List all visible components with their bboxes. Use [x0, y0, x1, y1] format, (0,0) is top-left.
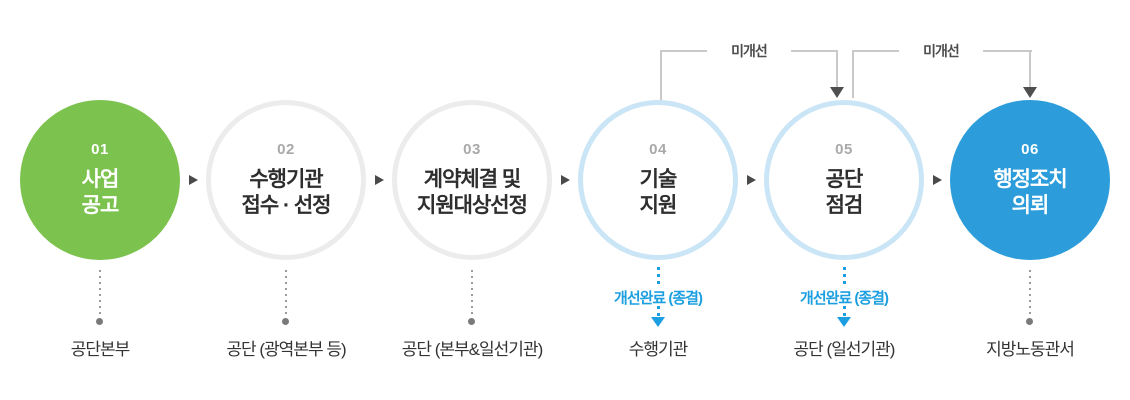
step-title: 공단 점검: [825, 167, 864, 219]
step-number: 04: [649, 141, 667, 158]
dotted-drop-line-blue: [657, 267, 660, 285]
step-title-line: 점검: [825, 194, 864, 217]
unimproved-label: 미개선: [707, 41, 791, 61]
step-title: 기술 지원: [639, 167, 678, 219]
step-06-circle: 06 행정조치 의뢰: [950, 100, 1110, 260]
arrow-right-icon: [189, 175, 198, 185]
step-title-line: 사업: [81, 168, 120, 191]
improve-complete-label: 개선완료 (종결): [614, 290, 703, 307]
drop-end-dot: [96, 318, 103, 325]
step-title-line: 의뢰: [1011, 194, 1050, 217]
step-03: 03 계약체결 및 지원대상선정 공단 (본부&일선기관): [372, 0, 572, 400]
dotted-drop-line: [1029, 270, 1031, 316]
connector-line: [1029, 50, 1031, 88]
step-org-label: 공단 (광역본부 등): [226, 340, 346, 359]
step-04-circle: 04 기술 지원: [578, 100, 738, 260]
step-02-circle: 02 수행기관 접수 · 선정: [206, 100, 366, 260]
step-01-circle: 01 사업 공고: [20, 100, 180, 260]
dotted-drop-line-blue: [657, 306, 660, 317]
step-title: 행정조치 의뢰: [993, 167, 1067, 219]
arrow-right-icon: [933, 175, 942, 185]
step-06: 06 행정조치 의뢰 지방노동관서: [930, 0, 1130, 400]
step-org-label: 수행기관: [628, 340, 689, 359]
step-number: 03: [463, 141, 481, 158]
step-05: 05 공단 점검 개선완료 (종결) 공단 (일선기관): [744, 0, 944, 400]
arrow-down-icon: [651, 317, 665, 327]
step-title-line: 지원: [639, 194, 678, 217]
step-org-label: 공단 (일선기관): [793, 340, 896, 359]
unimproved-label: 미개선: [899, 41, 983, 61]
dotted-drop-line: [471, 270, 473, 316]
step-number: 01: [91, 141, 109, 158]
step-03-circle: 03 계약체결 및 지원대상선정: [392, 100, 552, 260]
step-org-label: 지방노동관서: [986, 340, 1075, 359]
step-title-line: 공단: [825, 168, 864, 191]
step-title-line: 지원대상선정: [417, 194, 528, 217]
improve-complete-label: 개선완료 (종결): [800, 290, 889, 307]
dotted-drop-line: [285, 270, 287, 316]
arrow-right-icon: [375, 175, 384, 185]
connector-line: [836, 50, 838, 88]
step-number: 06: [1021, 141, 1039, 158]
step-title-line: 수행기관: [249, 168, 323, 191]
step-05-circle: 05 공단 점검: [764, 100, 924, 260]
step-02: 02 수행기관 접수 · 선정 공단 (광역본부 등): [186, 0, 386, 400]
step-01: 01 사업 공고 공단본부: [0, 0, 200, 400]
arrow-right-icon: [747, 175, 756, 185]
step-number: 05: [835, 141, 853, 158]
arrow-down-icon: [1023, 87, 1037, 98]
connector-line: [852, 50, 854, 98]
dotted-drop-line-blue: [843, 306, 846, 317]
step-title: 계약체결 및 지원대상선정: [417, 167, 528, 219]
arrow-down-icon: [837, 317, 851, 327]
step-04: 04 기술 지원 개선완료 (종결) 수행기관: [558, 0, 758, 400]
step-org-label: 공단본부: [70, 340, 131, 359]
step-number: 02: [277, 141, 295, 158]
step-title: 사업 공고: [81, 167, 120, 219]
connector-line: [660, 50, 662, 102]
dotted-drop-line: [99, 270, 101, 316]
dotted-drop-line-blue: [843, 267, 846, 285]
step-title-line: 행정조치: [993, 168, 1067, 191]
drop-end-dot: [468, 318, 475, 325]
step-title-line: 공고: [81, 194, 120, 217]
step-title-line: 계약체결 및: [423, 168, 521, 191]
drop-end-dot: [1026, 318, 1033, 325]
step-title-line: 기술: [639, 168, 678, 191]
step-org-label: 공단 (본부&일선기관): [401, 340, 544, 359]
step-title: 수행기관 접수 · 선정: [241, 167, 332, 219]
drop-end-dot: [282, 318, 289, 325]
arrow-right-icon: [561, 175, 570, 185]
arrow-down-icon: [830, 87, 844, 98]
step-title-line: 접수 · 선정: [241, 194, 332, 217]
